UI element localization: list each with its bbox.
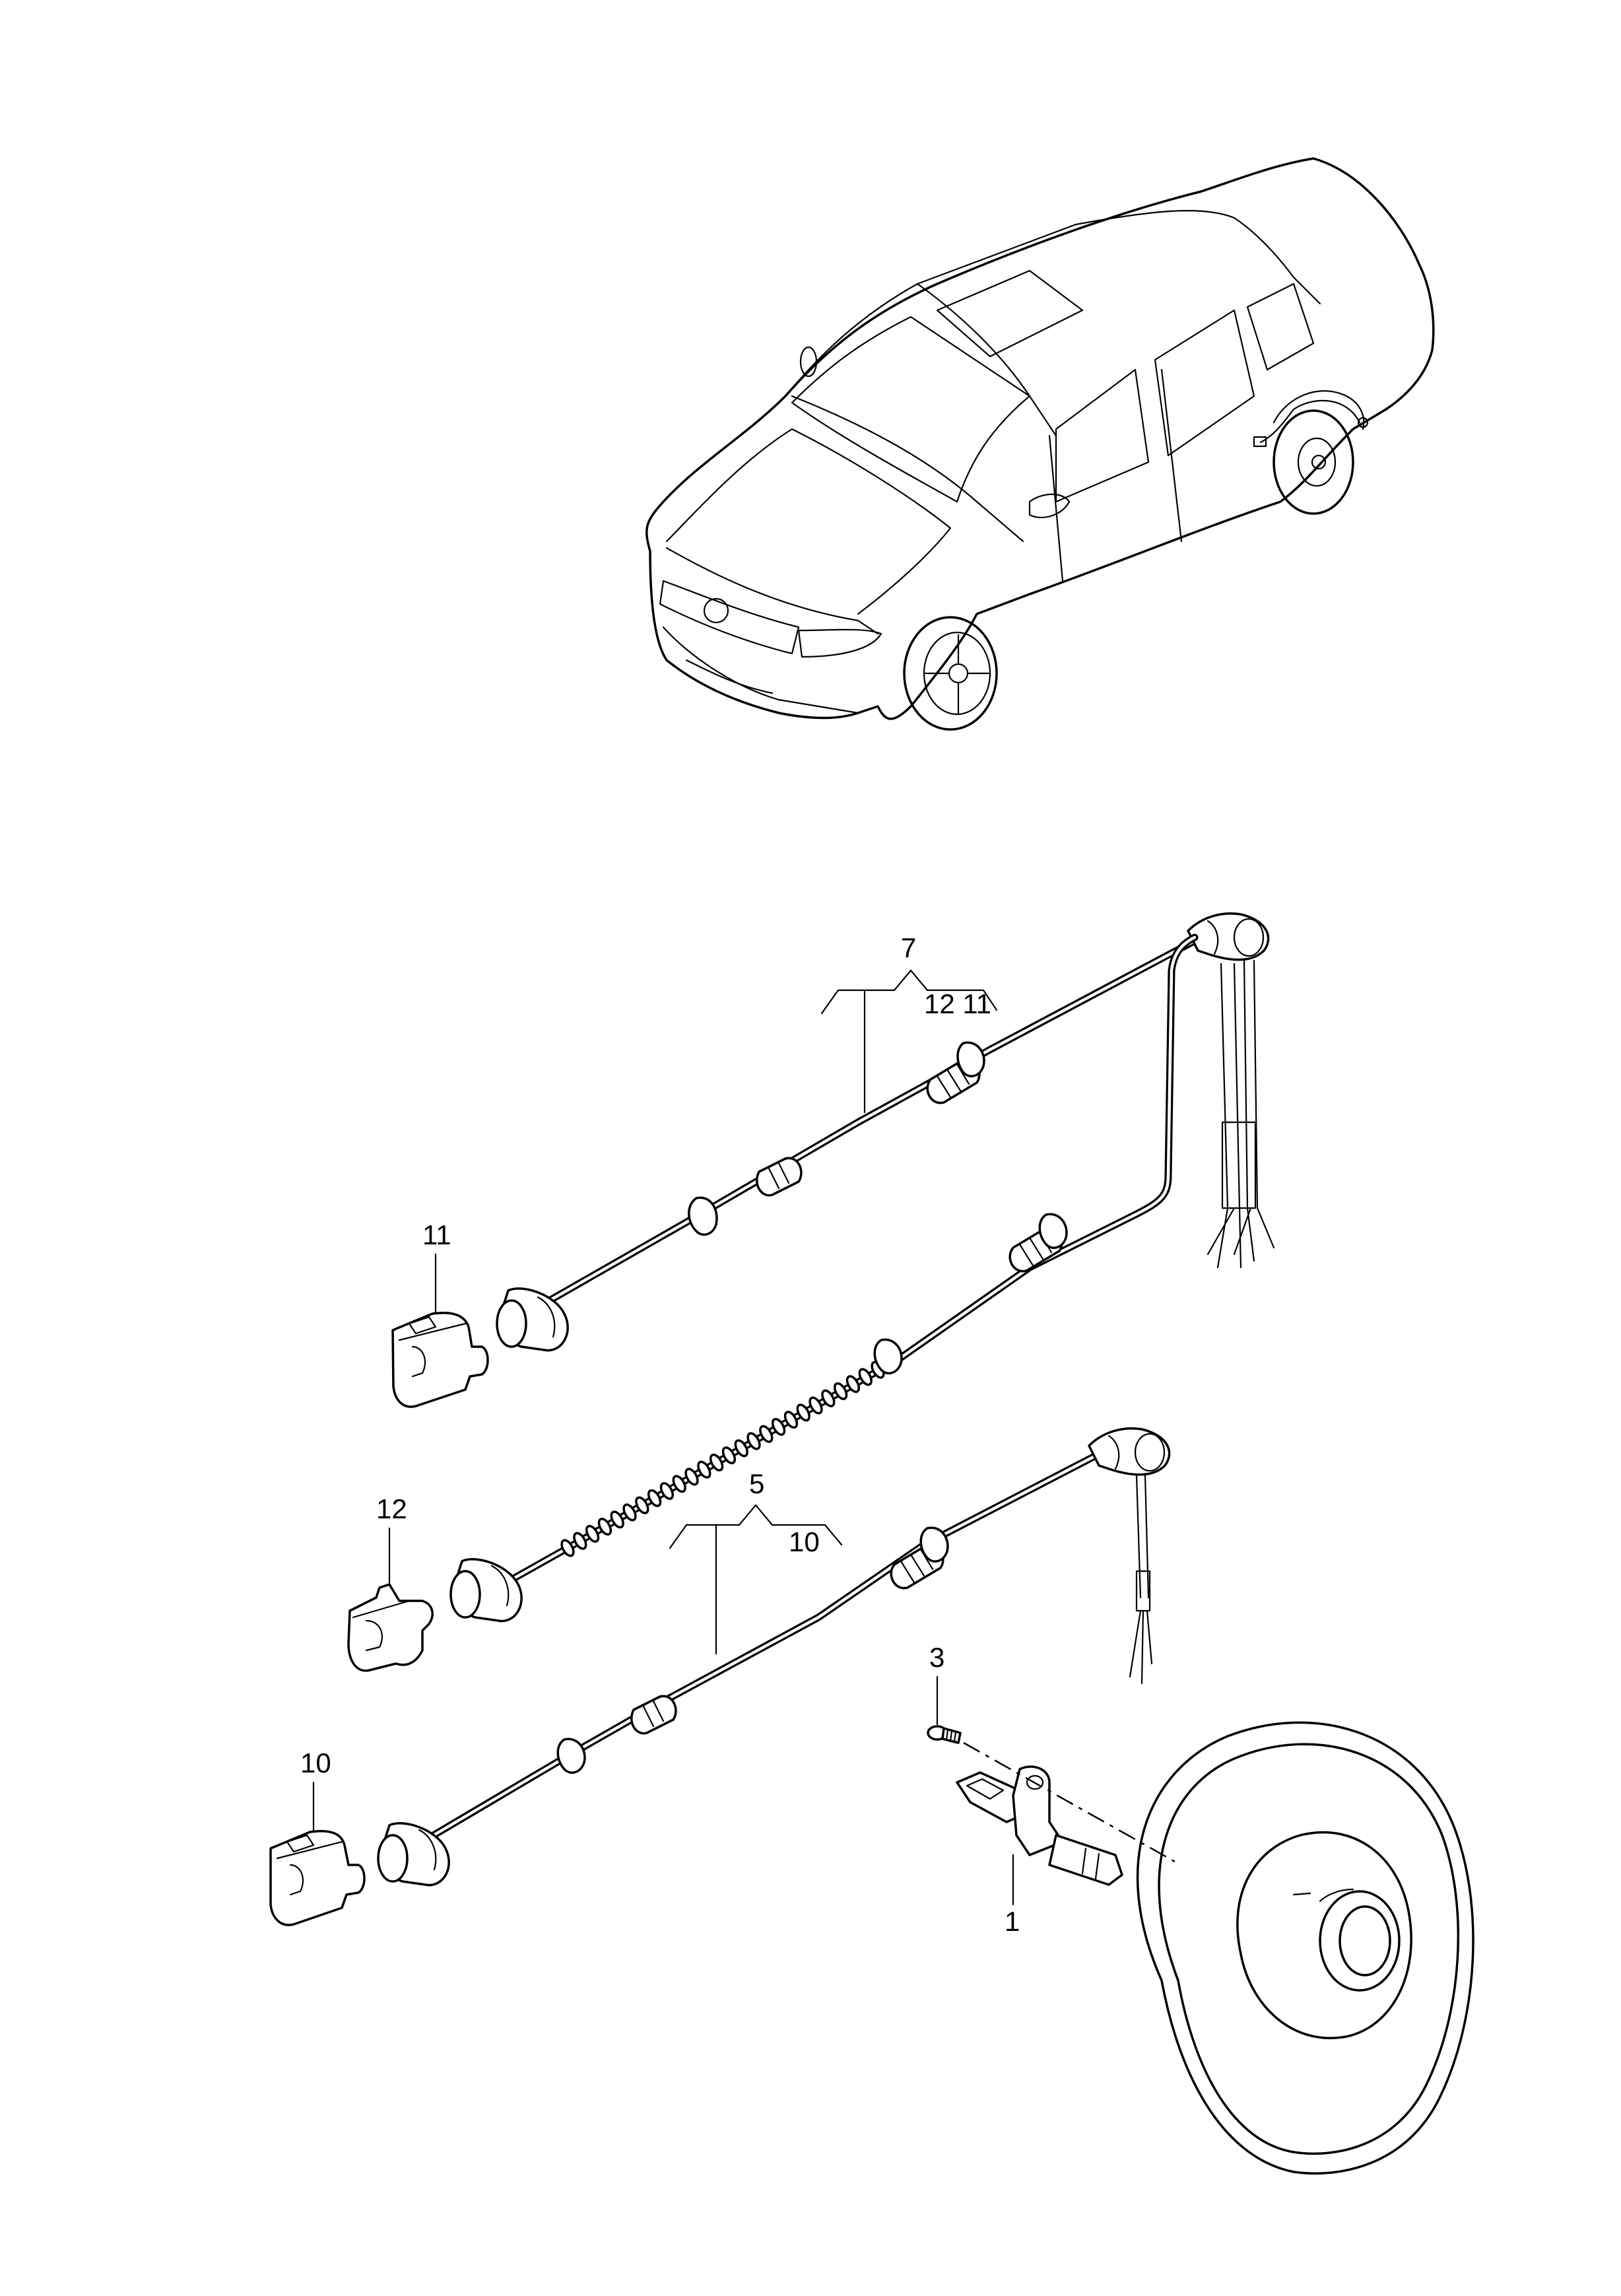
spiral-sleeve-ring	[560, 1539, 575, 1557]
spiral-sleeve-ring	[821, 1389, 836, 1407]
connector-housing-10	[269, 1830, 366, 1926]
spiral-sleeve-ring	[597, 1518, 612, 1536]
spiral-sleeve-ring	[833, 1382, 848, 1400]
spiral-sleeve-ring	[746, 1432, 761, 1450]
brake-disc	[1136, 1721, 1474, 2175]
callout-7-sub: 12 11	[924, 988, 991, 1019]
spiral-sleeve-ring	[635, 1496, 649, 1514]
mounting-axis-line	[963, 1741, 1175, 1863]
callout-3: 3	[929, 1642, 944, 1673]
spiral-sleeve-ring	[721, 1446, 737, 1465]
callout-1: 1	[1005, 1906, 1020, 1937]
spiral-sleeve-ring	[783, 1411, 799, 1429]
car-illustration	[645, 157, 1435, 731]
spiral-sleeve-ring	[858, 1368, 873, 1386]
connector-housing-12	[347, 1583, 434, 1672]
spiral-sleeve-ring	[684, 1468, 699, 1486]
spiral-sleeve-ring	[734, 1439, 748, 1458]
callout-7: 7	[901, 932, 916, 963]
wiring-harness-5	[377, 1427, 1171, 1887]
connector-housing-11	[391, 1312, 489, 1408]
callout-leaders	[312, 969, 1014, 1906]
callout-12: 12	[376, 1493, 407, 1524]
callout-5-sub: 10	[789, 1526, 820, 1557]
spiral-sleeve-ring	[709, 1453, 724, 1471]
spiral-sleeve-ring	[697, 1460, 711, 1479]
speed-sensor-1	[956, 1765, 1123, 1886]
callout-11: 11	[422, 1219, 451, 1250]
spiral-sleeve-ring	[659, 1482, 675, 1501]
spiral-sleeve-ring	[809, 1396, 823, 1415]
spiral-sleeve-ring	[622, 1503, 637, 1522]
spiral-sleeve-ring	[771, 1417, 786, 1436]
spiral-sleeve-ring	[759, 1425, 774, 1443]
screw-3	[927, 1725, 962, 1744]
callout-labels: 7 12 11 11 12 5 10 3 10 1	[300, 932, 1020, 1937]
spiral-sleeve-ring	[610, 1510, 624, 1529]
spiral-sleeve-ring	[845, 1375, 861, 1394]
spiral-sleeve-ring	[585, 1524, 600, 1543]
spiral-sleeve-ring	[573, 1532, 587, 1550]
spiral-sleeve-ring	[647, 1489, 662, 1507]
callout-5: 5	[749, 1468, 764, 1499]
spiral-sleeve-ring	[796, 1403, 810, 1422]
spiral-sleeve-ring	[672, 1475, 686, 1493]
wiring-harness-7	[449, 912, 1275, 1623]
callout-10: 10	[300, 1747, 331, 1778]
